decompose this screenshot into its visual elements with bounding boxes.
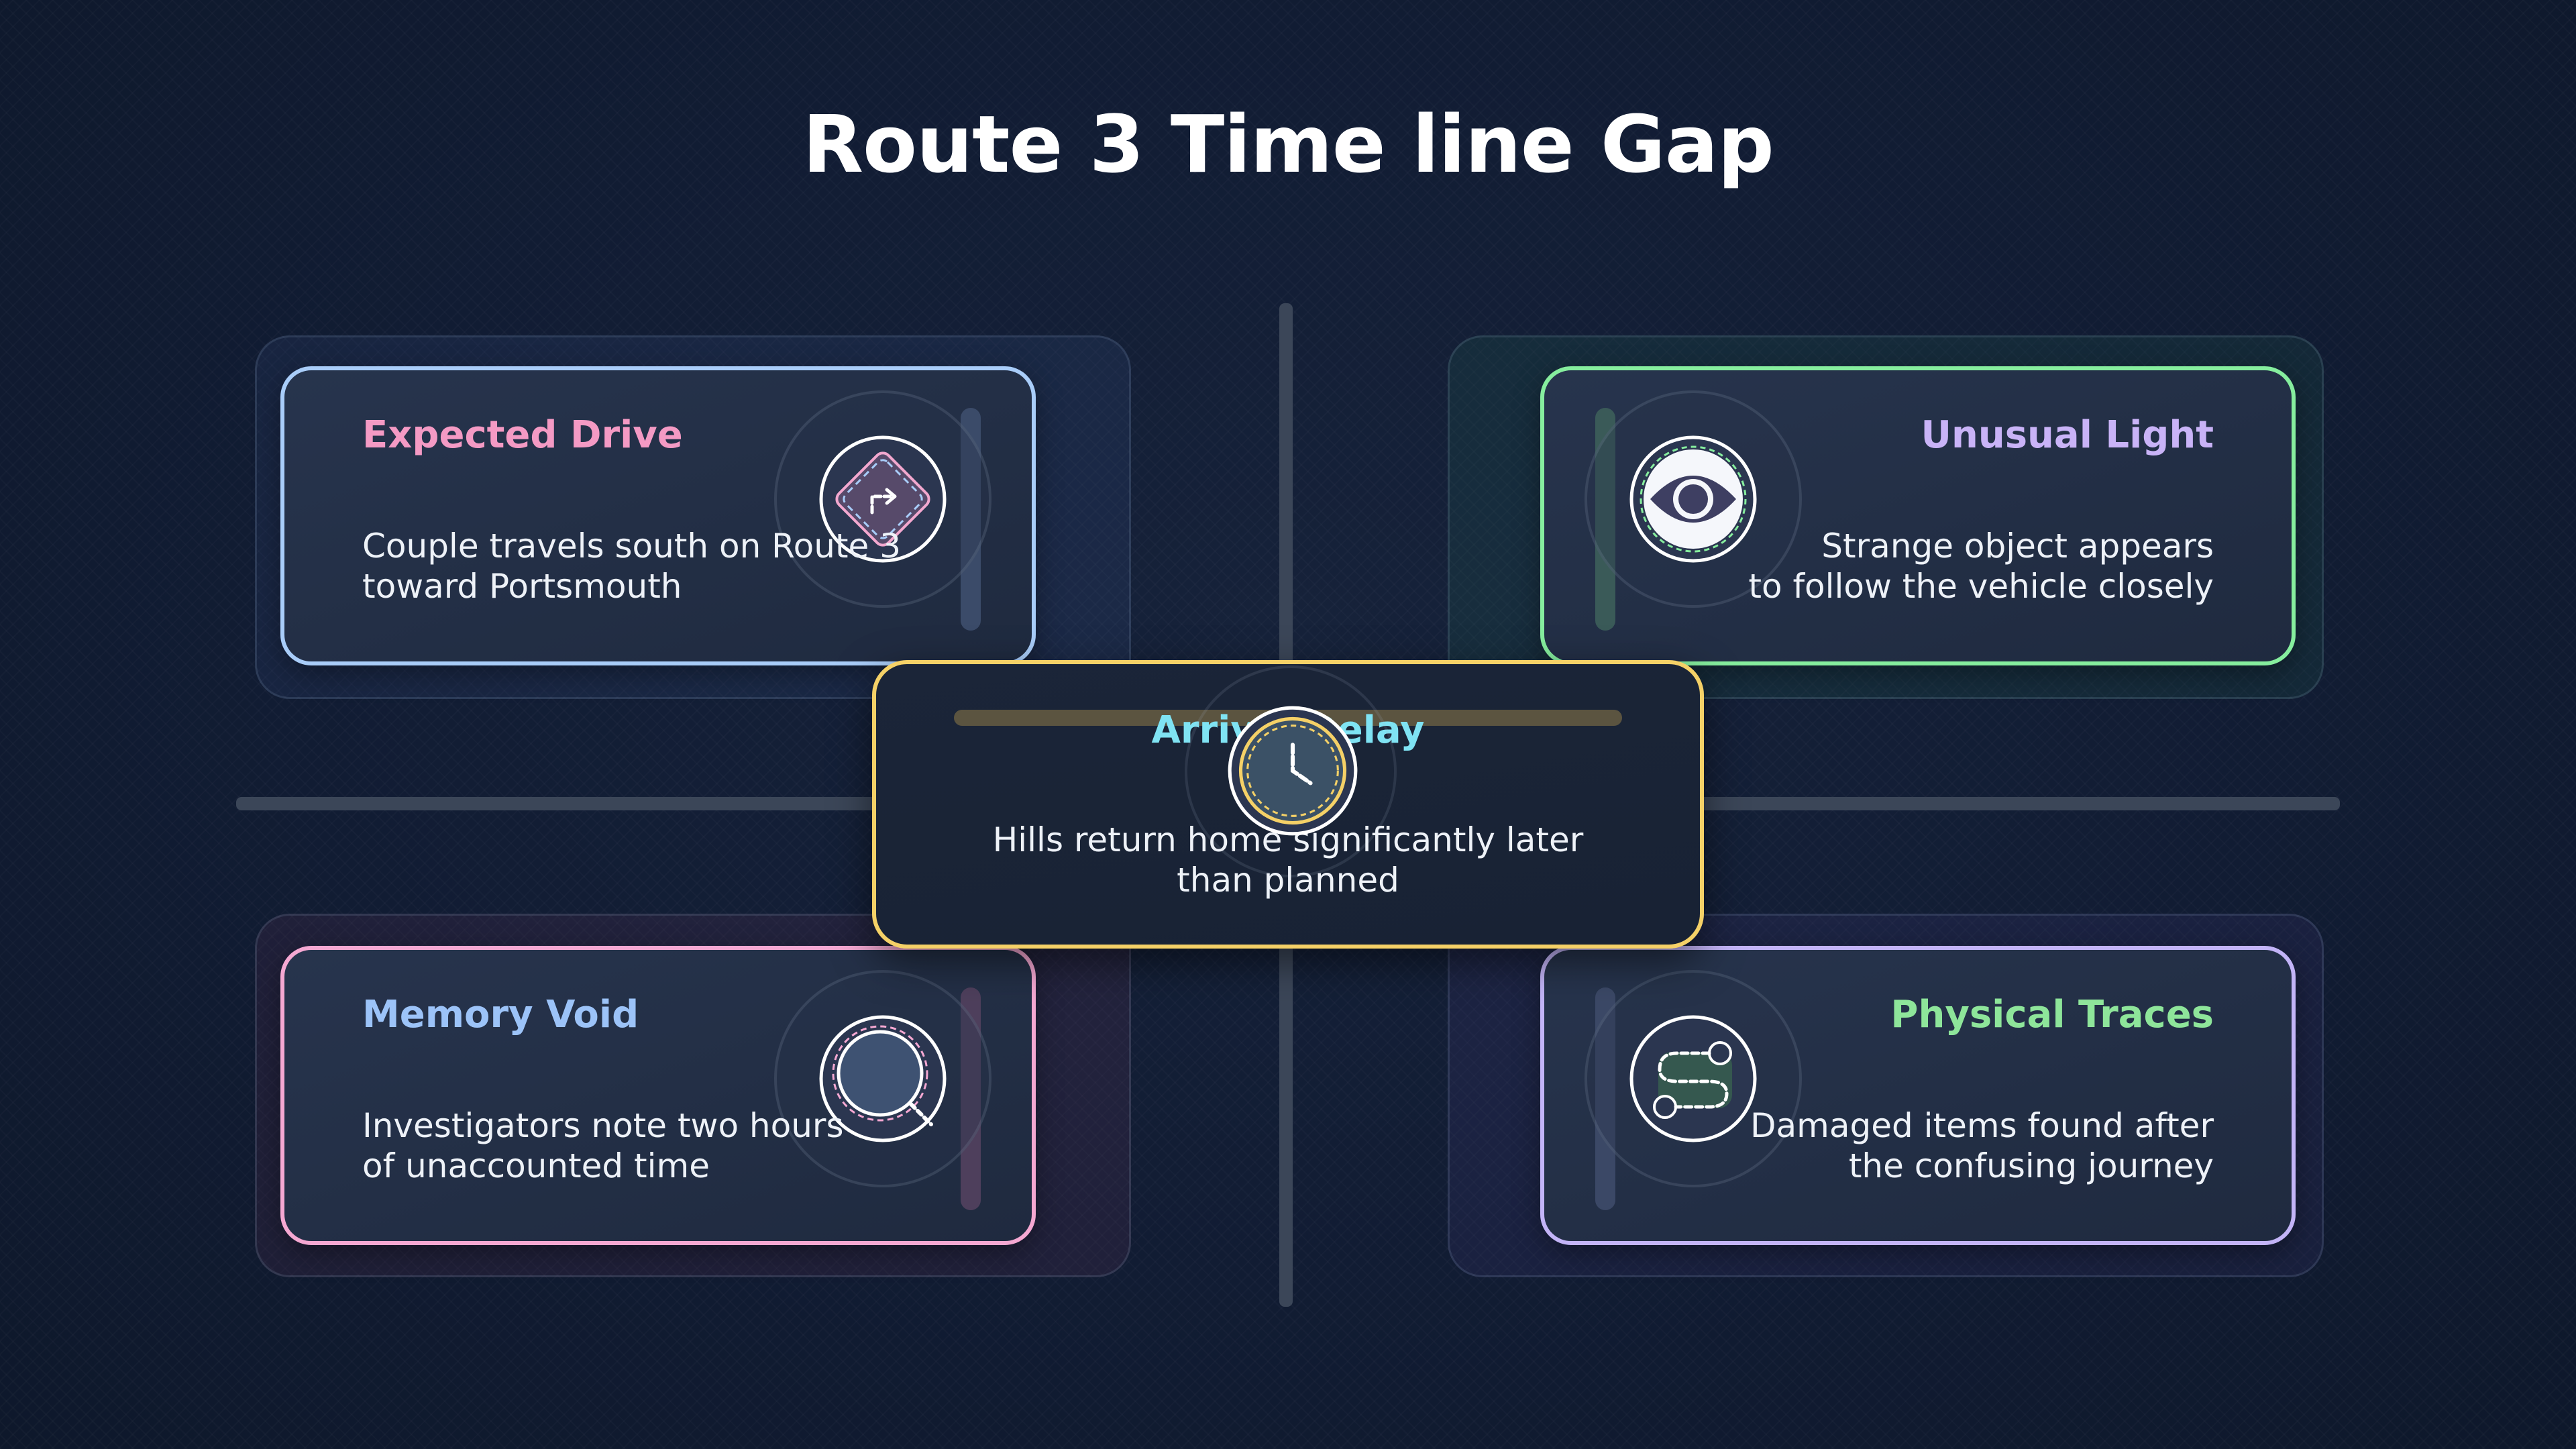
arrival-delay-desc-line-2: than planned <box>1177 861 1399 900</box>
memory-void-desc-line-2: of unaccounted time <box>362 1146 710 1185</box>
expected-drive-title: Expected Drive <box>362 413 683 457</box>
clock-icon <box>1228 706 1358 836</box>
unusual-light-desc-line-1: Strange object appears <box>1821 527 2214 566</box>
unusual-light-description: Strange object appears to follow the veh… <box>1748 526 2214 606</box>
unusual-light-desc-line-2: to follow the vehicle closely <box>1748 567 2214 606</box>
expected-drive-icon-ring <box>774 390 991 608</box>
expected-drive-description: Couple travels south on Route 3 toward P… <box>362 526 901 606</box>
unusual-light-icon-ring <box>1585 390 1802 608</box>
eclipse-light-icon <box>1629 435 1757 563</box>
memory-void-desc-line-1: Investigators note two hours <box>362 1106 844 1145</box>
path-trace-icon <box>1629 1015 1757 1142</box>
memory-void-title: Memory Void <box>362 993 639 1036</box>
physical-traces-icon-ring <box>1585 970 1802 1187</box>
expected-drive-desc-line-1: Couple travels south on Route 3 <box>362 527 902 566</box>
arrival-delay-card: Arrival Delay Hills return home signific… <box>872 660 1704 949</box>
unusual-light-card: Unusual Light Strange object appears to … <box>1540 366 2296 665</box>
arrival-delay-icon-ring <box>1185 665 1397 877</box>
expected-drive-card: Expected Drive Couple travels south on R… <box>280 366 1036 665</box>
route-turn-icon <box>819 435 947 563</box>
physical-traces-desc-line-1: Damaged items found after <box>1750 1106 2214 1145</box>
expected-drive-desc-line-2: toward Portsmouth <box>362 567 682 606</box>
physical-traces-title: Physical Traces <box>1890 993 2214 1036</box>
unusual-light-title: Unusual Light <box>1921 413 2214 457</box>
magnifier-icon <box>819 1015 947 1142</box>
memory-void-card: Memory Void Investigators note two hours… <box>280 946 1036 1245</box>
physical-traces-description: Damaged items found after the confusing … <box>1750 1106 2214 1186</box>
memory-void-description: Investigators note two hours of unaccoun… <box>362 1106 844 1186</box>
memory-void-icon-ring <box>774 970 991 1187</box>
physical-traces-card: Physical Traces Damaged items found afte… <box>1540 946 2296 1245</box>
physical-traces-desc-line-2: the confusing journey <box>1848 1146 2214 1185</box>
page-title: Route 3 Time line Gap <box>802 98 1774 191</box>
